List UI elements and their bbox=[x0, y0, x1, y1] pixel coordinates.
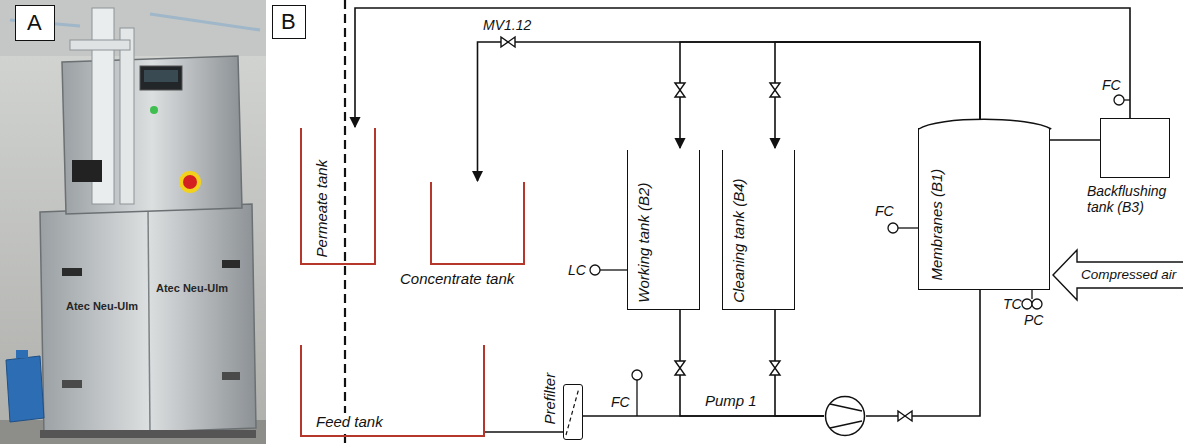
feed-tank: Feed tank bbox=[300, 345, 485, 437]
node-label: B bbox=[281, 9, 296, 34]
pipe-connector bbox=[866, 290, 980, 416]
instrument-label: LC bbox=[568, 262, 586, 278]
sensor-symbol bbox=[1114, 95, 1124, 105]
instrument-label: Compressed air bbox=[1081, 267, 1176, 283]
node-label: Feed tank bbox=[314, 413, 385, 430]
pump-casing bbox=[826, 397, 865, 436]
working-tank: Working tank (B2) bbox=[627, 150, 700, 310]
concentrate-tank: Concentrate tank bbox=[430, 182, 525, 265]
valves bbox=[501, 37, 912, 421]
membrane-vessel: Membranes (B1) bbox=[918, 128, 1050, 290]
vessel-dome-outline bbox=[918, 119, 1051, 129]
valve-symbol bbox=[501, 37, 515, 47]
filter-element bbox=[564, 385, 581, 438]
pump-impeller bbox=[830, 404, 862, 428]
valve-symbol bbox=[675, 361, 685, 375]
pipe-connector bbox=[478, 42, 981, 181]
sensor-symbol bbox=[1022, 299, 1032, 309]
pipe-connector bbox=[680, 42, 980, 148]
machine-photo bbox=[0, 0, 266, 444]
instruments bbox=[590, 95, 1130, 416]
sensor-symbol bbox=[888, 223, 898, 233]
node-label: Pump 1 bbox=[705, 392, 757, 409]
node-label: Working tank (B2) bbox=[635, 182, 652, 302]
air-inlet-arrow bbox=[1053, 250, 1183, 300]
node-label: Concentrate tank bbox=[400, 270, 514, 287]
pipe-connector bbox=[775, 310, 824, 416]
node-label: Cleaning tank (B4) bbox=[730, 178, 747, 302]
backflushing-tank: Backflushing tank (B3) bbox=[1100, 118, 1170, 178]
instrument-label: MV1.12 bbox=[483, 17, 531, 33]
panel-letter-box: B bbox=[272, 5, 306, 39]
pipe-connector bbox=[680, 310, 824, 416]
node-label: A bbox=[27, 10, 42, 35]
instrument-label: FC bbox=[611, 394, 630, 410]
prefilter: Prefilter bbox=[563, 384, 583, 440]
valve-symbol bbox=[770, 361, 780, 375]
pump-symbol bbox=[824, 395, 866, 437]
sensor-stem bbox=[898, 227, 918, 228]
node-label: Backflushing tank (B3) bbox=[1087, 183, 1179, 215]
machine-brand-text: Atec Neu-Ulm bbox=[66, 300, 138, 313]
sensor-symbol bbox=[632, 370, 642, 380]
pipe-connector bbox=[775, 42, 980, 148]
pipe-connector bbox=[1050, 139, 1100, 141]
separator-line bbox=[344, 0, 346, 444]
pipe-connector bbox=[485, 431, 563, 433]
sensor-stem bbox=[1124, 99, 1130, 100]
node-label: Prefilter bbox=[541, 372, 558, 424]
instrument-label: PC bbox=[1024, 312, 1043, 328]
valve-symbol bbox=[898, 411, 912, 421]
sensor-stem bbox=[1031, 290, 1032, 299]
cleaning-tank: Cleaning tank (B4) bbox=[722, 150, 795, 310]
filter-medium bbox=[566, 388, 579, 435]
panel-letter-box: A bbox=[15, 5, 55, 41]
pipe-connector bbox=[355, 8, 1130, 127]
permeate-tank: Permeate tank bbox=[300, 128, 376, 265]
node-label: Permeate tank bbox=[313, 159, 330, 257]
sensor-symbol bbox=[590, 265, 600, 275]
valve-symbol bbox=[675, 83, 685, 97]
instrument-label: FC bbox=[875, 203, 894, 219]
valve-symbol bbox=[770, 83, 780, 97]
pipe-connector bbox=[583, 415, 824, 417]
instrument-label: FC bbox=[1102, 77, 1121, 93]
sensor-stem bbox=[636, 380, 637, 416]
sensor-symbol bbox=[1032, 299, 1042, 309]
sensor-stem bbox=[600, 269, 627, 270]
pump: Pump 1 bbox=[824, 395, 866, 437]
node-label: Membranes (B1) bbox=[928, 168, 945, 280]
machine-brand-text: Atec Neu-Ulm bbox=[156, 282, 228, 295]
instrument-label: TC bbox=[1003, 296, 1022, 312]
vessel-dome bbox=[918, 116, 1052, 130]
